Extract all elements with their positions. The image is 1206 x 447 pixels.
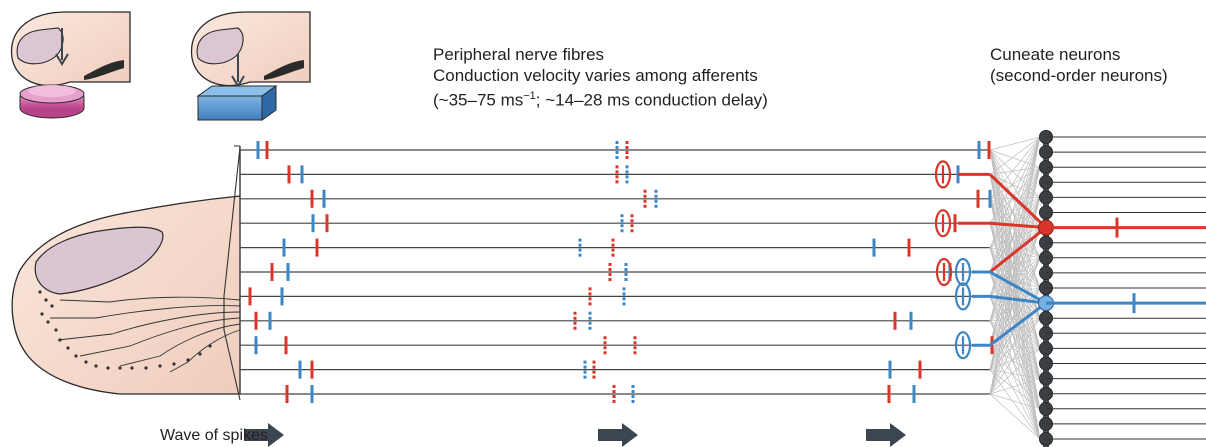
nerve-ending-dots xyxy=(38,290,212,370)
fan-line xyxy=(989,167,1041,273)
fan-line xyxy=(989,348,1041,395)
cuneate-neuron-column xyxy=(1038,129,1054,447)
coincidence-ellipse-blue xyxy=(954,331,972,360)
fan-line xyxy=(989,136,1041,321)
fingernail-icon xyxy=(34,226,164,295)
stimulus-rounded-probe xyxy=(10,11,131,119)
arrow-right-icon xyxy=(244,423,284,447)
fan-line xyxy=(989,167,1041,297)
fan-line xyxy=(989,136,1041,297)
coincidence-ellipse-blue xyxy=(954,282,972,311)
fan-line xyxy=(989,378,1041,395)
highlighted-connections xyxy=(958,172,1048,347)
fan-line xyxy=(989,136,1041,224)
cuneate-subtitle: (second-order neurons) xyxy=(990,66,1168,85)
fan-line xyxy=(989,136,1041,200)
fingertip-innervation-illustration xyxy=(11,145,241,401)
stimulus-edged-bar xyxy=(190,11,311,121)
zoom-bracket xyxy=(223,146,241,401)
coincidence-ellipse-blue xyxy=(954,257,972,287)
coincidence-ellipse-red xyxy=(935,257,953,287)
coincidence-ellipses xyxy=(934,160,972,360)
arrow-right-icon xyxy=(866,423,906,447)
fan-line xyxy=(989,167,1041,370)
fan-line xyxy=(989,197,1041,346)
skin-indent-icon xyxy=(84,60,124,80)
red-connection xyxy=(989,221,1047,230)
nerve-delay-text: (~35–75 ms−1; ~14–28 ms conduction delay… xyxy=(433,90,768,110)
fan-line xyxy=(989,227,1041,321)
fan-line xyxy=(989,393,1041,440)
coincidence-ellipse-red xyxy=(934,209,952,238)
fan-line xyxy=(989,136,1041,395)
nerve-title: Peripheral nerve fibres xyxy=(433,45,605,64)
fan-line xyxy=(989,197,1041,395)
fan-line xyxy=(989,318,1041,395)
skin-indent-icon xyxy=(264,60,304,80)
cuneate-output-axons xyxy=(1046,136,1206,440)
rounded-probe-icon xyxy=(19,84,85,119)
afferent-fibre-lines xyxy=(240,149,990,395)
fan-line xyxy=(989,227,1041,395)
red-connection xyxy=(988,173,1048,229)
nerve-fibres-label: Peripheral nerve fibres Conduction veloc… xyxy=(433,44,768,111)
afferent-fibre-bundle xyxy=(50,296,241,373)
fan-line xyxy=(989,136,1041,151)
cuneate-label: Cuneate neurons (second-order neurons) xyxy=(990,44,1168,86)
fan-line xyxy=(989,136,1041,346)
fan-line xyxy=(989,167,1041,346)
edge-probe-icon xyxy=(196,85,278,121)
arrow-right-icon xyxy=(598,423,638,447)
fingernail-icon xyxy=(196,27,244,65)
fan-line xyxy=(989,167,1041,395)
fan-line xyxy=(989,167,1041,321)
wave-of-spikes-label: Wave of spikes xyxy=(160,427,268,444)
nerve-velocity-text: Conduction velocity varies among afferen… xyxy=(433,66,758,85)
blue-connection xyxy=(989,270,1047,305)
down-arrow-icon xyxy=(55,28,69,66)
spike-raster xyxy=(248,141,994,403)
blue-connection xyxy=(989,294,1047,305)
fan-line xyxy=(989,287,1041,395)
fan-line xyxy=(989,136,1041,175)
fan-line xyxy=(989,136,1041,273)
fan-line xyxy=(989,136,1041,248)
coincidence-ellipse-red xyxy=(934,160,952,189)
fan-line xyxy=(989,197,1041,321)
blue-connection xyxy=(989,301,1047,347)
cuneate-title: Cuneate neurons xyxy=(990,45,1121,64)
fan-line xyxy=(989,197,1041,273)
red-connection xyxy=(989,226,1047,274)
fan-line xyxy=(989,393,1041,410)
